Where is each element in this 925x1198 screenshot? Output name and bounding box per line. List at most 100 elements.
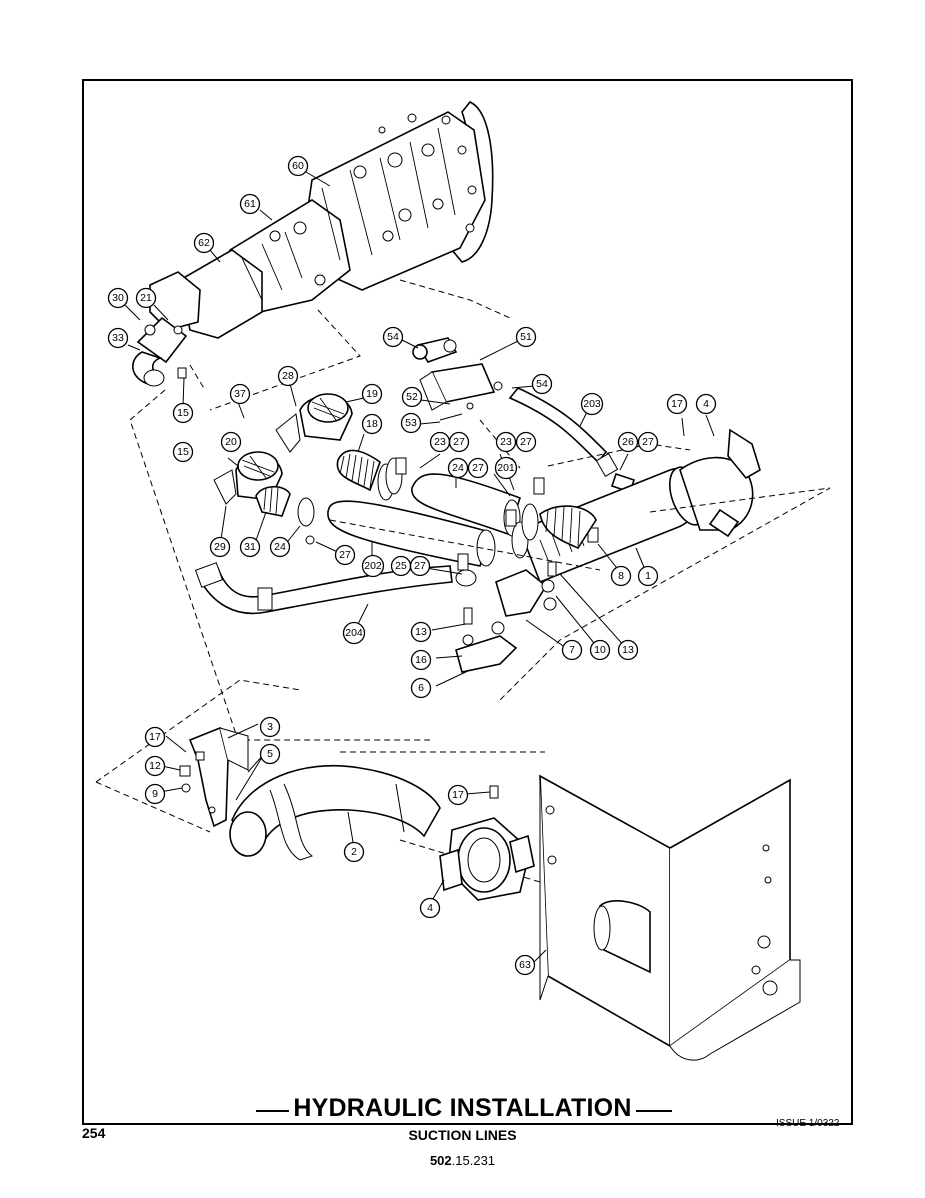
callout-61: 61 bbox=[239, 193, 261, 215]
svg-text:52: 52 bbox=[406, 391, 418, 403]
hydraulic-pump-assembly bbox=[149, 101, 494, 339]
drawing-frame bbox=[82, 79, 853, 1125]
svg-text:23: 23 bbox=[434, 436, 446, 448]
callout-25: 25 bbox=[390, 555, 412, 577]
svg-text:31: 31 bbox=[244, 541, 256, 553]
callout-27: 27 bbox=[467, 457, 489, 479]
callout-54: 54 bbox=[382, 326, 404, 348]
callout-31: 31 bbox=[239, 536, 261, 558]
svg-text:63: 63 bbox=[519, 959, 531, 971]
page-number: 254 bbox=[82, 1125, 106, 1141]
document-number-bold: 502 bbox=[429, 1153, 452, 1168]
corrugated-hose-18 bbox=[336, 449, 381, 492]
svg-text:24: 24 bbox=[452, 462, 464, 474]
callout-7: 7 bbox=[561, 639, 583, 661]
callout-17: 17 bbox=[666, 393, 688, 415]
svg-text:28: 28 bbox=[282, 370, 294, 382]
leader-lines bbox=[124, 171, 715, 965]
svg-text:15: 15 bbox=[177, 407, 189, 419]
svg-text:2: 2 bbox=[351, 846, 357, 858]
svg-text:33: 33 bbox=[112, 332, 124, 344]
callout-23: 23 bbox=[495, 431, 517, 453]
callout-54: 54 bbox=[531, 373, 553, 395]
callout-37: 37 bbox=[229, 383, 251, 405]
svg-text:13: 13 bbox=[415, 626, 427, 638]
corrugated-hose-right bbox=[539, 505, 597, 550]
callout-60: 60 bbox=[287, 155, 309, 177]
callout-19: 19 bbox=[361, 383, 383, 405]
svg-text:27: 27 bbox=[339, 549, 351, 561]
callout-5: 5 bbox=[259, 743, 281, 765]
issue-label: ISSUE 1/0322 bbox=[776, 1118, 840, 1129]
svg-text:23: 23 bbox=[500, 436, 512, 448]
callout-28: 28 bbox=[277, 365, 299, 387]
callout-24: 24 bbox=[269, 536, 291, 558]
mounting-bracket-3 bbox=[179, 726, 249, 828]
svg-text:27: 27 bbox=[414, 560, 426, 572]
svg-text:4: 4 bbox=[703, 398, 709, 410]
flange-7 bbox=[495, 561, 557, 617]
page-title: HYDRAULIC INSTALLATION bbox=[0, 1093, 925, 1123]
callout-51: 51 bbox=[515, 326, 537, 348]
strainer-19 bbox=[275, 393, 353, 453]
callout-9: 9 bbox=[144, 783, 166, 805]
svg-text:21: 21 bbox=[140, 292, 152, 304]
callout-15: 15 bbox=[172, 402, 194, 424]
callout-12: 12 bbox=[144, 755, 166, 777]
callout-30: 30 bbox=[107, 287, 129, 309]
callout-27: 27 bbox=[448, 431, 470, 453]
svg-text:61: 61 bbox=[244, 198, 256, 210]
svg-text:20: 20 bbox=[225, 436, 237, 448]
elbow-tube-2 bbox=[229, 764, 441, 861]
svg-text:17: 17 bbox=[149, 731, 161, 743]
svg-text:30: 30 bbox=[112, 292, 124, 304]
svg-text:53: 53 bbox=[405, 417, 417, 429]
svg-text:202: 202 bbox=[364, 560, 382, 572]
svg-text:27: 27 bbox=[472, 462, 484, 474]
callout-17: 17 bbox=[144, 726, 166, 748]
page-subtitle: SUCTION LINES bbox=[408, 1127, 517, 1143]
svg-text:5: 5 bbox=[267, 748, 273, 760]
svg-text:17: 17 bbox=[452, 789, 464, 801]
tee-fitting-and-bracket bbox=[412, 337, 503, 421]
callout-4: 4 bbox=[419, 897, 441, 919]
hose-201 bbox=[411, 473, 522, 537]
callout-20: 20 bbox=[220, 431, 242, 453]
callout-24: 24 bbox=[447, 457, 469, 479]
callout-201: 201 bbox=[494, 456, 518, 480]
callout-27: 27 bbox=[409, 555, 431, 577]
callout-16: 16 bbox=[410, 649, 432, 671]
callout-29: 29 bbox=[209, 536, 231, 558]
callout-27: 27 bbox=[334, 544, 356, 566]
document-number-rest: .15.231 bbox=[451, 1153, 496, 1168]
callout-204: 204 bbox=[342, 621, 366, 645]
svg-text:18: 18 bbox=[366, 418, 378, 430]
svg-text:13: 13 bbox=[622, 644, 634, 656]
svg-text:37: 37 bbox=[234, 388, 246, 400]
callout-10: 10 bbox=[589, 639, 611, 661]
document-number: 502.15.231 bbox=[0, 1153, 925, 1168]
svg-text:8: 8 bbox=[618, 570, 624, 582]
svg-text:29: 29 bbox=[214, 541, 226, 553]
callout-17: 17 bbox=[447, 784, 469, 806]
callout-13: 13 bbox=[410, 621, 432, 643]
callout-3: 3 bbox=[259, 716, 281, 738]
callout-52: 52 bbox=[401, 386, 423, 408]
callout-33: 33 bbox=[107, 327, 129, 349]
svg-text:54: 54 bbox=[536, 378, 548, 390]
callout-18: 18 bbox=[361, 413, 383, 435]
hose-204 bbox=[194, 562, 453, 615]
hose-202 bbox=[327, 500, 496, 567]
callout-203: 203 bbox=[580, 392, 604, 416]
callout-53: 53 bbox=[400, 412, 422, 434]
callout-1: 1 bbox=[637, 565, 659, 587]
svg-text:25: 25 bbox=[395, 560, 407, 572]
svg-text:15: 15 bbox=[177, 446, 189, 458]
callout-27: 27 bbox=[515, 431, 537, 453]
svg-text:203: 203 bbox=[583, 398, 601, 410]
svg-text:12: 12 bbox=[149, 760, 161, 772]
callout-6: 6 bbox=[410, 677, 432, 699]
svg-text:1: 1 bbox=[645, 570, 651, 582]
svg-text:60: 60 bbox=[292, 160, 304, 172]
